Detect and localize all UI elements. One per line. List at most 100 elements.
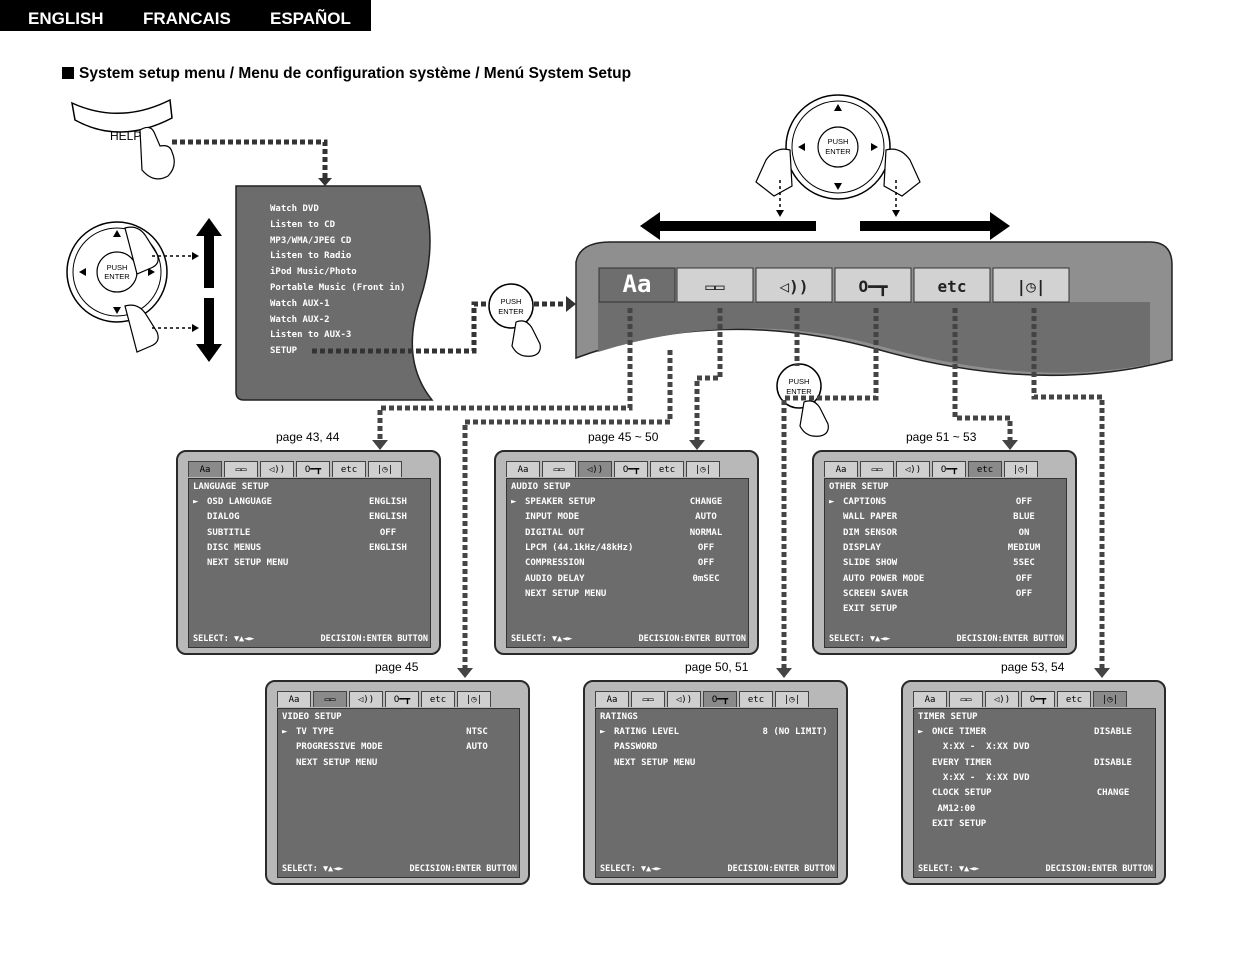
left-cursor-wheel[interactable]: PUSH ENTER (66, 221, 168, 323)
hand-left-icon (755, 148, 793, 197)
tab-speaker-icon[interactable]: ◁)) (349, 691, 383, 707)
source-menu-item[interactable]: MP3/WMA/JPEG CD (270, 235, 352, 246)
tab-etc-tools-icon[interactable]: etc (968, 461, 1002, 477)
tab-speaker-icon[interactable]: ◁)) (260, 461, 294, 477)
source-menu-item[interactable]: Watch DVD (270, 204, 319, 214)
menu-row[interactable]: NEXT SETUP MENU (282, 758, 517, 772)
tab-video-screen-icon[interactable]: ▭▭ (860, 461, 894, 477)
tab-video-screen-icon[interactable]: ▭▭ (542, 461, 576, 477)
tab-key-icon[interactable]: O━┳ (614, 461, 648, 477)
tab-speaker-icon[interactable]: ◁)) (985, 691, 1019, 707)
tab-text-size-icon[interactable]: Aa (824, 461, 858, 477)
menu-row[interactable]: EXIT SETUP (918, 819, 1153, 833)
menu-row[interactable]: AM12:00 (918, 804, 1153, 818)
tab-key-icon[interactable] (834, 267, 912, 303)
menu-label: DIM SENSOR (843, 527, 898, 538)
source-menu-item[interactable]: Watch AUX-2 (270, 314, 330, 325)
push-enter-button[interactable] (488, 283, 534, 329)
tab-video-screen-icon[interactable]: ▭▭ (631, 691, 665, 707)
tab-key-icon[interactable]: O━┳ (703, 691, 737, 707)
tab-timer-clock-icon[interactable]: |◷| (1004, 461, 1038, 477)
menu-label: COMPRESSION (525, 558, 585, 569)
tab-speaker-icon[interactable]: ◁)) (578, 461, 612, 477)
tab-video-screen-icon[interactable]: ▭▭ (224, 461, 258, 477)
menu-label: CLOCK SETUP (932, 788, 992, 799)
tab-video-screen-icon[interactable]: ▭▭ (949, 691, 983, 707)
tab-key-icon[interactable]: O━┳ (932, 461, 966, 477)
tab-key-icon[interactable]: O━┳ (296, 461, 330, 477)
tab-text-size-icon[interactable]: Aa (595, 691, 629, 707)
source-menu-item[interactable]: iPod Music/Photo (270, 267, 357, 278)
tab-timer-clock-icon[interactable] (992, 267, 1070, 303)
menu-value: NTSC (466, 727, 488, 737)
tab-key-icon[interactable]: O━┳ (1021, 691, 1055, 707)
source-menu-item[interactable]: Listen to AUX-3 (270, 330, 352, 341)
right-cursor-wheel[interactable]: PUSH ENTER (785, 94, 891, 200)
tab-text-size-icon[interactable]: Aa (277, 691, 311, 707)
menu-label: NEXT SETUP MENU (296, 757, 378, 768)
source-menu-item[interactable]: Portable Music (Front in) (270, 283, 406, 293)
down-arrow-icon (196, 298, 222, 362)
source-menu-item[interactable]: SETUP (270, 346, 298, 357)
menu-row[interactable]: NEXT SETUP MENU (600, 758, 835, 772)
tab-video-screen-icon[interactable]: ▭▭ (313, 691, 347, 707)
menu-row[interactable]: X:XX - X:XX DVD (918, 742, 1153, 756)
source-menu-item[interactable]: Listen to Radio (270, 251, 352, 262)
tab-etc-tools-icon[interactable]: etc (650, 461, 684, 477)
lang-english[interactable]: ENGLISH (28, 9, 104, 28)
tab-text-size-icon[interactable]: Aa (506, 461, 540, 477)
menu-row[interactable]: EXIT SETUP (829, 604, 1064, 618)
tab-speaker-icon[interactable]: ◁)) (667, 691, 701, 707)
tab-video-screen-icon[interactable] (676, 267, 754, 303)
menu-row[interactable]: X:XX - X:XX DVD (918, 773, 1153, 787)
tab-text-size-icon[interactable]: Aa (188, 461, 222, 477)
tab-speaker-icon[interactable]: ◁)) (896, 461, 930, 477)
tab-text-size-icon[interactable]: Aa (913, 691, 947, 707)
tab-etc-tools-icon[interactable]: etc (1057, 691, 1091, 707)
source-menu-item[interactable]: Listen to CD (270, 219, 336, 230)
tab-timer-clock-icon[interactable]: |◷| (775, 691, 809, 707)
tab-speaker-icon[interactable] (755, 267, 833, 303)
tab-timer-clock-icon[interactable]: |◷| (457, 691, 491, 707)
lang-francais[interactable]: FRANCAIS (143, 9, 231, 28)
tab-etc-tools-icon[interactable]: etc (739, 691, 773, 707)
menu-row[interactable]: PASSWORD (600, 742, 835, 756)
tab-timer-clock-icon[interactable]: |◷| (686, 461, 720, 477)
screen-title: OTHER SETUP (829, 482, 889, 492)
help-button-shape[interactable] (71, 98, 173, 133)
lang-espanol[interactable]: ESPAÑOL (270, 9, 351, 28)
tab-timer-clock-icon[interactable]: |◷| (1093, 691, 1127, 707)
menu-row[interactable]: LPCM (44.1kHz/48kHz)OFF (511, 543, 746, 557)
tab-key-icon[interactable]: O━┳ (385, 691, 419, 707)
menu-row[interactable]: NEXT SETUP MENU (193, 558, 428, 572)
tab-etc-tools-icon[interactable]: etc (421, 691, 455, 707)
source-menu-item[interactable]: Watch AUX-1 (270, 298, 330, 309)
menu-row[interactable]: NEXT SETUP MENU (511, 589, 746, 603)
tab-timer-clock-icon[interactable]: |◷| (368, 461, 402, 477)
tab-text-size-icon[interactable] (598, 267, 676, 303)
tab-etc-tools-icon[interactable] (913, 267, 991, 303)
tab-etc-tools-icon[interactable]: etc (332, 461, 366, 477)
